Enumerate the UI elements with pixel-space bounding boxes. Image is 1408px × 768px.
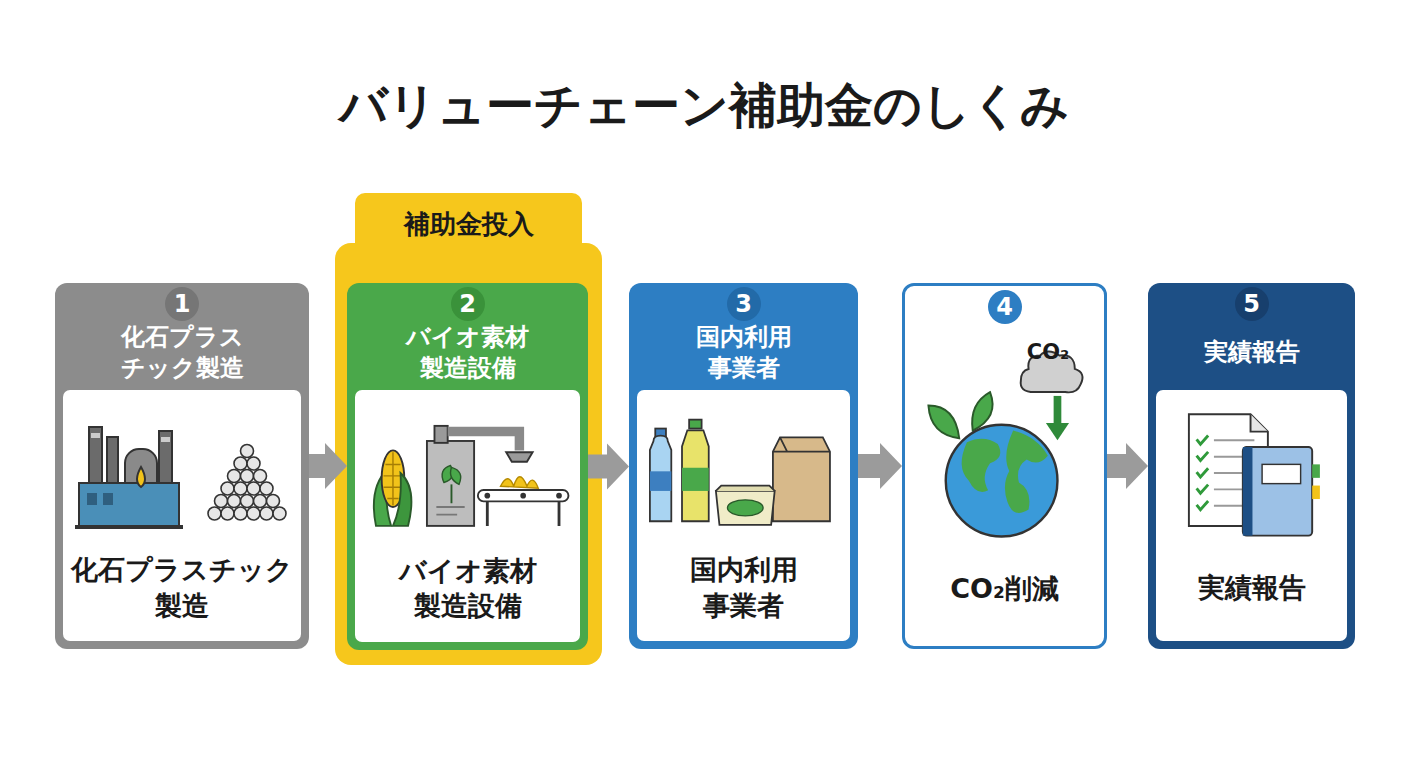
step-number: 5 <box>1235 287 1269 321</box>
diagram-title: バリューチェーン補助金のしくみ <box>0 74 1408 138</box>
flow-arrow <box>588 444 629 490</box>
card-header: 化石プラスチック製造 <box>61 321 303 385</box>
card-header: バイオ素材製造設備 <box>353 321 582 385</box>
cloud-label: CO₂ <box>1015 340 1081 364</box>
card-header: 国内利用事業者 <box>635 321 852 385</box>
step-card: 3国内利用事業者国内利用事業者 <box>629 283 858 649</box>
card-illustration <box>1160 404 1343 544</box>
header-text: 実績報告 <box>1204 337 1300 368</box>
card-body: 化石プラスチック製造 <box>69 534 295 641</box>
flow-arrow <box>858 443 902 489</box>
band-label: 補助金投入 <box>335 207 602 242</box>
step-card: 2バイオ素材製造設備バイオ素材製造設備 <box>347 283 588 650</box>
subsidy-band: 補助金投入2バイオ素材製造設備バイオ素材製造設備 <box>335 193 602 665</box>
card-illustration <box>913 346 1096 546</box>
flow-arrow <box>1107 443 1148 489</box>
body-text: 実績報告 <box>1198 570 1306 605</box>
body-text: バイオ素材製造設備 <box>396 553 539 623</box>
body-text: 国内利用事業者 <box>685 552 801 622</box>
step-card: 1化石プラスチック製造化石プラスチック製造 <box>55 283 309 649</box>
header-text: バイオ素材製造設備 <box>404 322 531 384</box>
card-panel: 国内利用事業者 <box>637 390 850 641</box>
flow-arrow <box>309 443 347 489</box>
step-card: 5実績報告実績報告 <box>1148 283 1355 649</box>
card-header: 実績報告 <box>1154 321 1349 385</box>
card-illustration <box>67 404 297 544</box>
header-text: 化石プラスチック製造 <box>118 322 245 384</box>
header-text: 国内利用事業者 <box>692 322 795 384</box>
step-number: 2 <box>451 287 485 321</box>
step-card: 4CO₂削減 CO₂ <box>902 283 1107 649</box>
card-panel: バイオ素材製造設備 <box>355 390 580 642</box>
card-body: CO₂削減 <box>915 536 1094 642</box>
step-number: 1 <box>165 287 199 321</box>
card-body: 実績報告 <box>1162 534 1341 641</box>
card-body: バイオ素材製造設備 <box>361 534 574 642</box>
card-panel: CO₂削減 <box>909 332 1100 642</box>
card-panel: 化石プラスチック製造 <box>63 390 301 641</box>
card-body: 国内利用事業者 <box>643 534 844 641</box>
card-illustration <box>641 404 846 544</box>
body-text: 化石プラスチック製造 <box>70 552 294 622</box>
step-number: 4 <box>988 290 1022 324</box>
card-illustration <box>359 404 576 544</box>
step-number: 3 <box>727 287 761 321</box>
body-text: CO₂削減 <box>950 571 1059 606</box>
card-panel: 実績報告 <box>1156 390 1347 641</box>
